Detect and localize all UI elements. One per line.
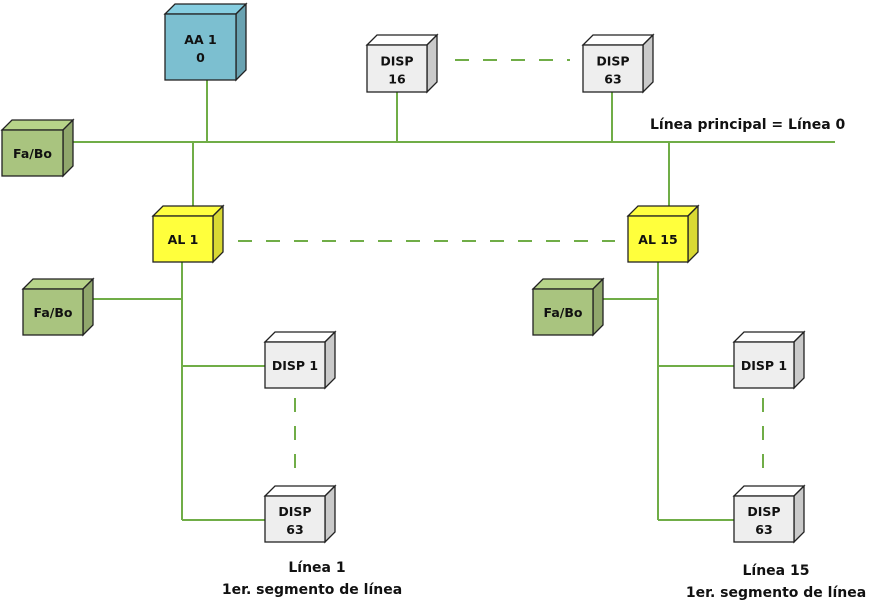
box-side-face (324, 330, 336, 390)
box-front-face (532, 288, 594, 336)
device-label-line1: DISP (380, 54, 413, 69)
box-side-face (426, 33, 438, 94)
line1-subtitle: 1er. segmento de línea (222, 582, 402, 598)
box-top-face (732, 331, 806, 343)
device-label-line2: 63 (604, 72, 621, 87)
box-front-face (366, 44, 428, 93)
box-front-face (582, 44, 644, 93)
box-front-face (264, 495, 326, 543)
power-supply-main: Fa/Bo (0, 118, 75, 178)
box-front-face (264, 341, 326, 389)
box-side-face (235, 2, 247, 82)
device-disp-63-main: DISP 63 (581, 33, 655, 94)
device-label: Fa/Bo (34, 305, 73, 320)
device-disp-1-line15: DISP 1 (732, 330, 806, 390)
box-front-face (733, 341, 795, 389)
device-disp-63-line15: DISP 63 (732, 484, 806, 544)
wires (63, 59, 835, 521)
area-coupler-aa1: AA 1 0 (163, 2, 248, 82)
box-top-face (0, 119, 75, 131)
line-coupler-al1: AL 1 (151, 204, 225, 264)
device-disp-1-line1: DISP 1 (263, 330, 337, 390)
device-label-line2: 0 (196, 50, 205, 65)
box-top-face (21, 278, 95, 290)
device-label: AL 1 (168, 232, 199, 247)
box-side-face (793, 484, 805, 544)
box-side-face (642, 33, 654, 94)
box-top-face (263, 485, 337, 497)
box-side-face (212, 204, 224, 264)
device-disp-16: DISP 16 (365, 33, 439, 94)
box-side-face (82, 277, 94, 337)
line1-caption: Línea 1 1er. segmento de línea (222, 560, 402, 598)
main-line-label: Línea principal = Línea 0 (650, 117, 846, 133)
device-label-line2: 63 (286, 522, 303, 537)
device-label: Fa/Bo (544, 305, 583, 320)
box-top-face (581, 34, 655, 46)
box-front-face (164, 13, 237, 81)
box-front-face (627, 215, 689, 263)
device-label-line2: 63 (755, 522, 772, 537)
device-label-line1: AA 1 (184, 32, 216, 47)
box-side-face (592, 277, 604, 337)
line15-caption: Línea 15 1er. segmento de línea (686, 563, 866, 601)
box-top-face (626, 205, 700, 217)
box-front-face (1, 129, 64, 177)
device-label-line1: DISP (278, 504, 311, 519)
line15-title: Línea 15 (743, 563, 810, 579)
box-front-face (22, 288, 84, 336)
line15-subtitle: 1er. segmento de línea (686, 585, 866, 601)
device-label-line2: 16 (388, 72, 406, 87)
box-top-face (732, 485, 806, 497)
box-top-face (163, 3, 248, 15)
line-coupler-al15: AL 15 (626, 204, 700, 264)
box-side-face (793, 330, 805, 390)
device-label-line1: DISP (747, 504, 780, 519)
box-top-face (531, 278, 605, 290)
box-front-face (733, 495, 795, 543)
box-side-face (62, 118, 74, 178)
device-disp-63-line1: DISP 63 (263, 484, 337, 544)
power-supply-line1: Fa/Bo (21, 277, 95, 337)
box-side-face (687, 204, 699, 264)
device-label-line1: DISP (596, 54, 629, 69)
box-front-face (152, 215, 214, 263)
box-top-face (151, 205, 225, 217)
device-label: DISP 1 (741, 358, 787, 373)
device-label: Fa/Bo (13, 146, 52, 161)
line1-title: Línea 1 (288, 560, 345, 576)
box-top-face (365, 34, 439, 46)
power-supply-line15: Fa/Bo (531, 277, 605, 337)
box-top-face (263, 331, 337, 343)
device-label: DISP 1 (272, 358, 318, 373)
device-label: AL 15 (638, 232, 677, 247)
box-side-face (324, 484, 336, 544)
